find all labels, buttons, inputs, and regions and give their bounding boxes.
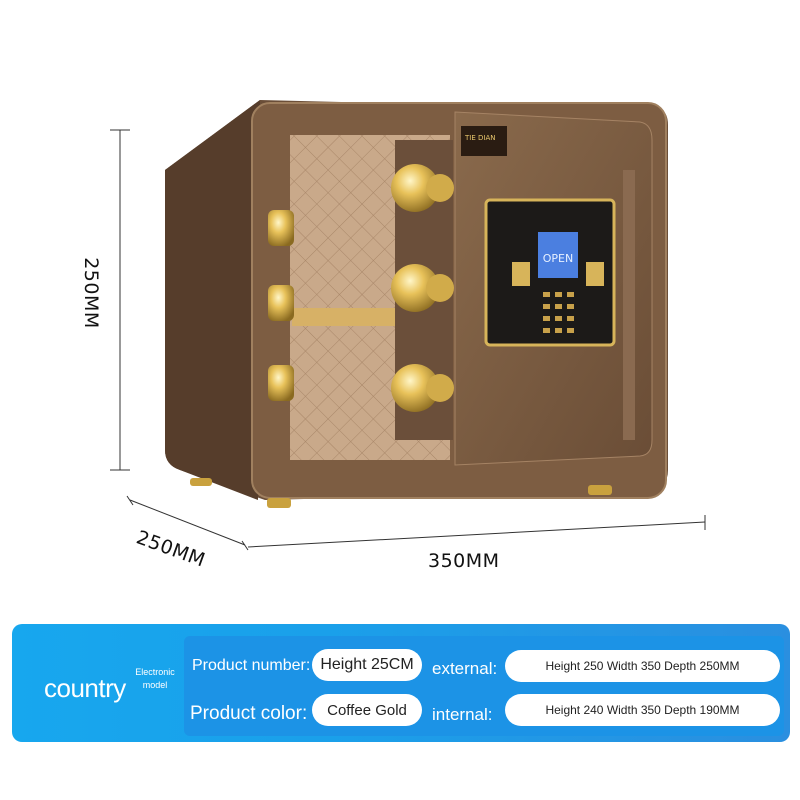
- product-color-label: Product color:: [190, 703, 308, 724]
- depth-dimension-line: [126, 495, 249, 551]
- width-dimension-line: [247, 515, 706, 548]
- height-dimension-line: [110, 129, 130, 471]
- brand-badge-text: TIE DIAN: [464, 134, 495, 142]
- lcd-display: [538, 232, 578, 278]
- safe-feet: [190, 478, 612, 508]
- keypad-panel: OPEN: [484, 198, 616, 347]
- product-number-value: Height 25CM: [312, 649, 422, 681]
- height-dimension-label: 250MM: [79, 257, 102, 329]
- brand-badge: TIE DIAN: [461, 126, 507, 156]
- locking-bolts: [391, 164, 454, 412]
- keypad-buttons: [543, 292, 574, 333]
- external-value: Height 250 Width 350 Depth 250MM: [505, 650, 780, 682]
- country-label: country: [44, 673, 126, 703]
- product-number-label: Product number:: [192, 657, 311, 674]
- product-color-value: Coffee Gold: [312, 694, 422, 726]
- safe-illustration: TIE DIAN OPEN: [110, 100, 706, 551]
- external-label: external:: [432, 659, 498, 678]
- width-dimension-label: 350MM: [428, 550, 500, 572]
- lcd-display-text: OPEN: [543, 252, 573, 265]
- side-hinges: [268, 210, 294, 401]
- model-note: Electronic model: [135, 667, 175, 690]
- internal-value: Height 240 Width 350 Depth 190MM: [505, 694, 780, 726]
- internal-label: internal:: [432, 705, 493, 724]
